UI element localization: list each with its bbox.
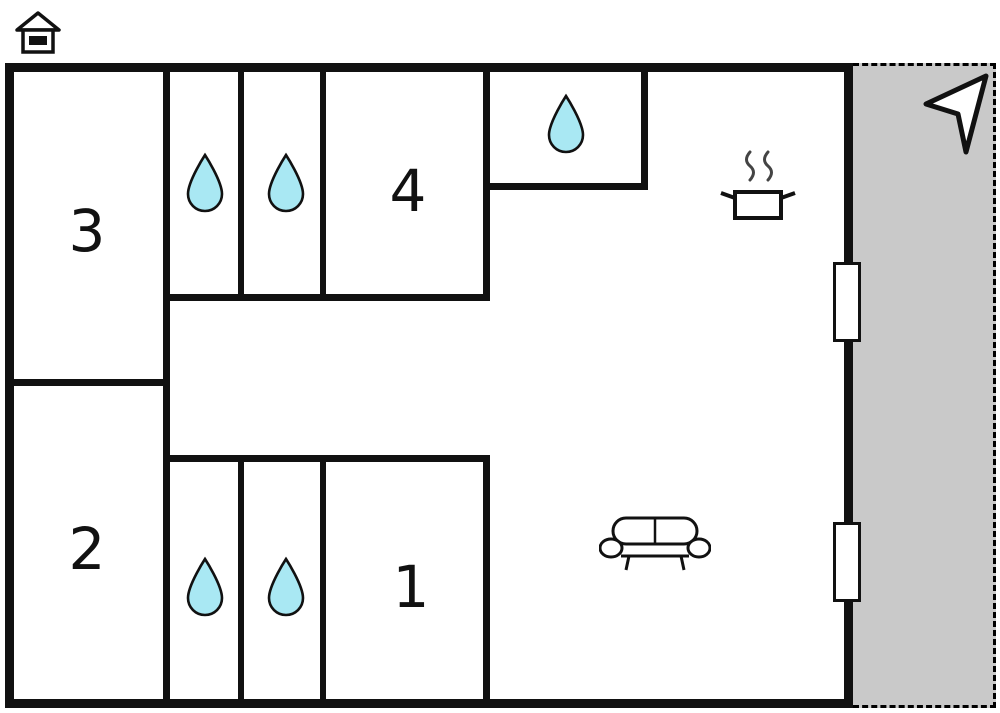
water-drop-icon	[186, 556, 224, 617]
wall	[320, 63, 326, 301]
wall	[483, 63, 490, 301]
water-drop-icon	[267, 152, 305, 213]
water-drop-icon	[267, 556, 305, 617]
window	[833, 522, 861, 602]
wall	[320, 455, 326, 708]
house-icon	[15, 11, 61, 54]
wall	[5, 379, 170, 386]
wall	[641, 63, 648, 190]
wall	[163, 455, 490, 462]
room-1-label: 1	[392, 553, 430, 621]
sofa-icon	[599, 516, 711, 571]
wall	[238, 455, 244, 708]
water-drop-icon	[547, 93, 585, 154]
room-3-label: 3	[68, 197, 106, 265]
terrace-area	[853, 63, 996, 708]
water-drop-icon	[186, 152, 224, 213]
wall	[238, 63, 244, 301]
wall	[483, 455, 490, 708]
room-2-label: 2	[68, 515, 106, 583]
room-4-label: 4	[389, 157, 427, 225]
stove-icon	[720, 150, 796, 220]
wall	[163, 294, 490, 301]
north-arrow-icon	[923, 73, 989, 155]
window	[833, 262, 861, 342]
wall	[483, 183, 648, 190]
